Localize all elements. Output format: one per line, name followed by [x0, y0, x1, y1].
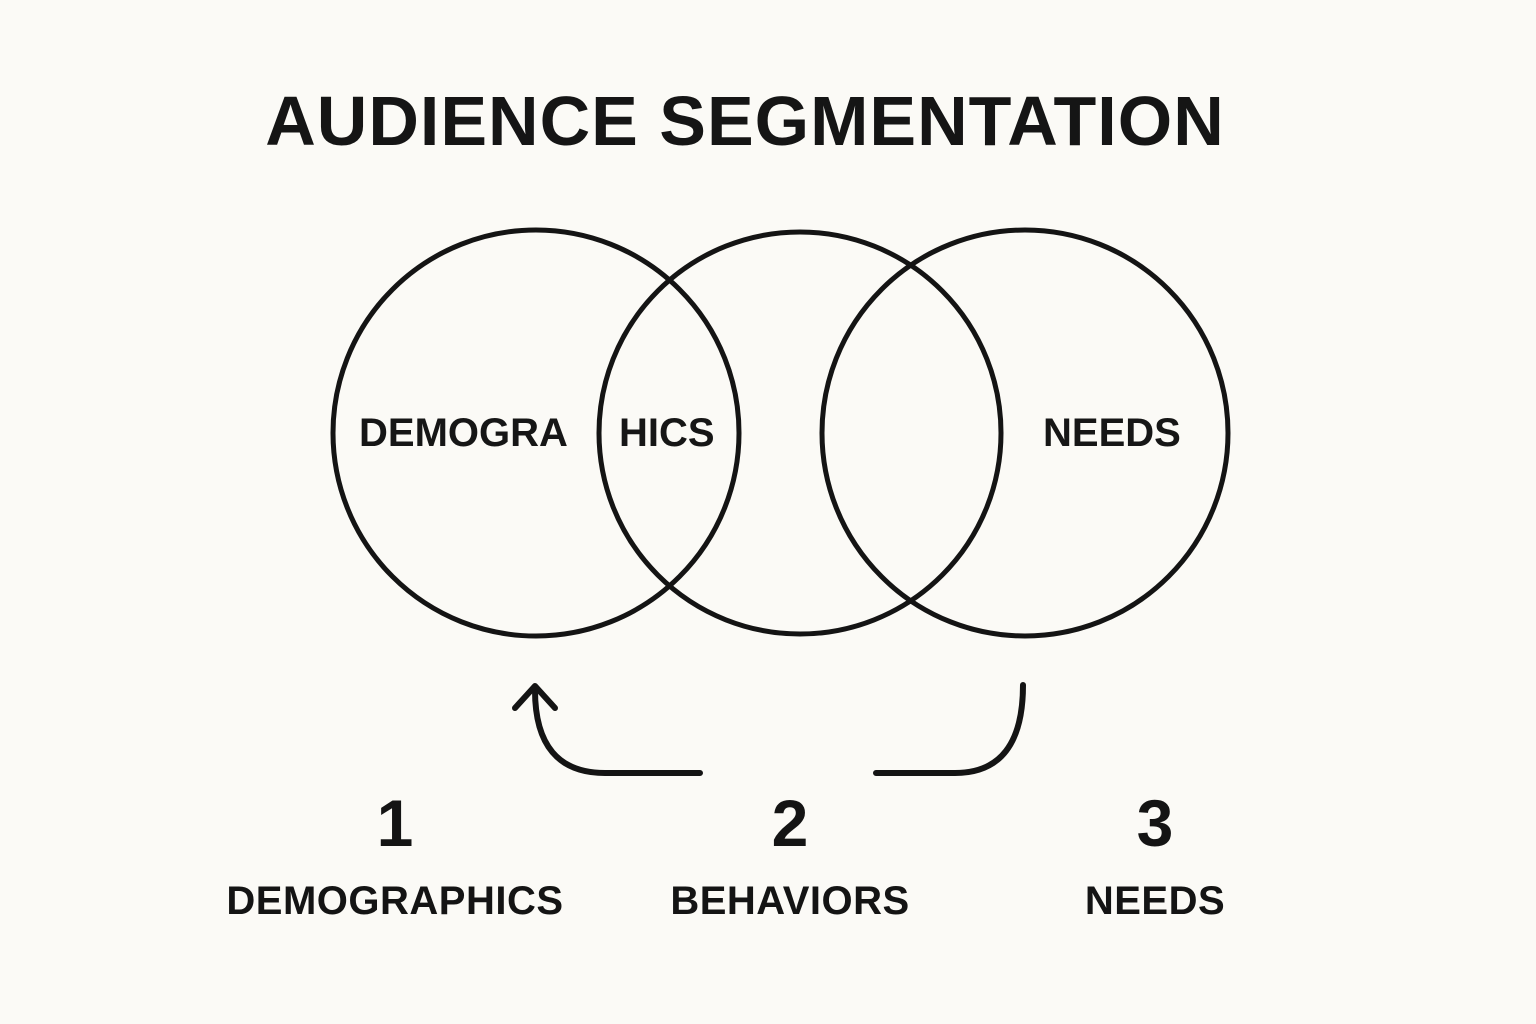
- step-label: BEHAVIORS: [670, 879, 910, 923]
- circle-behaviors: [596, 229, 1004, 637]
- step-label: DEMOGRAPHICS: [226, 879, 564, 923]
- venn-circles: [330, 227, 1231, 639]
- diagram-title: AUDIENCE SEGMENTATION: [265, 82, 1225, 160]
- circle-labels: DEMOGRA HICS NEEDS: [359, 411, 1181, 455]
- circle-needs: [819, 227, 1231, 639]
- curved-arrow-up-left-icon: [512, 683, 703, 776]
- step-behaviors: 2 BEHAVIORS: [590, 790, 990, 921]
- step-demographics: 1 DEMOGRAPHICS: [190, 790, 600, 921]
- label-demographics-part2: HICS: [619, 411, 715, 455]
- step-number: 3: [1136, 786, 1174, 860]
- step-needs: 3 NEEDS: [1030, 790, 1280, 921]
- step-number: 2: [771, 786, 809, 860]
- step-label: NEEDS: [1084, 879, 1226, 923]
- label-needs: NEEDS: [1043, 411, 1181, 455]
- circle-demographics: [330, 227, 742, 639]
- curved-connector-icon: [873, 682, 1026, 776]
- label-demographics-part1: DEMOGRA: [359, 411, 568, 455]
- step-number: 1: [376, 786, 414, 860]
